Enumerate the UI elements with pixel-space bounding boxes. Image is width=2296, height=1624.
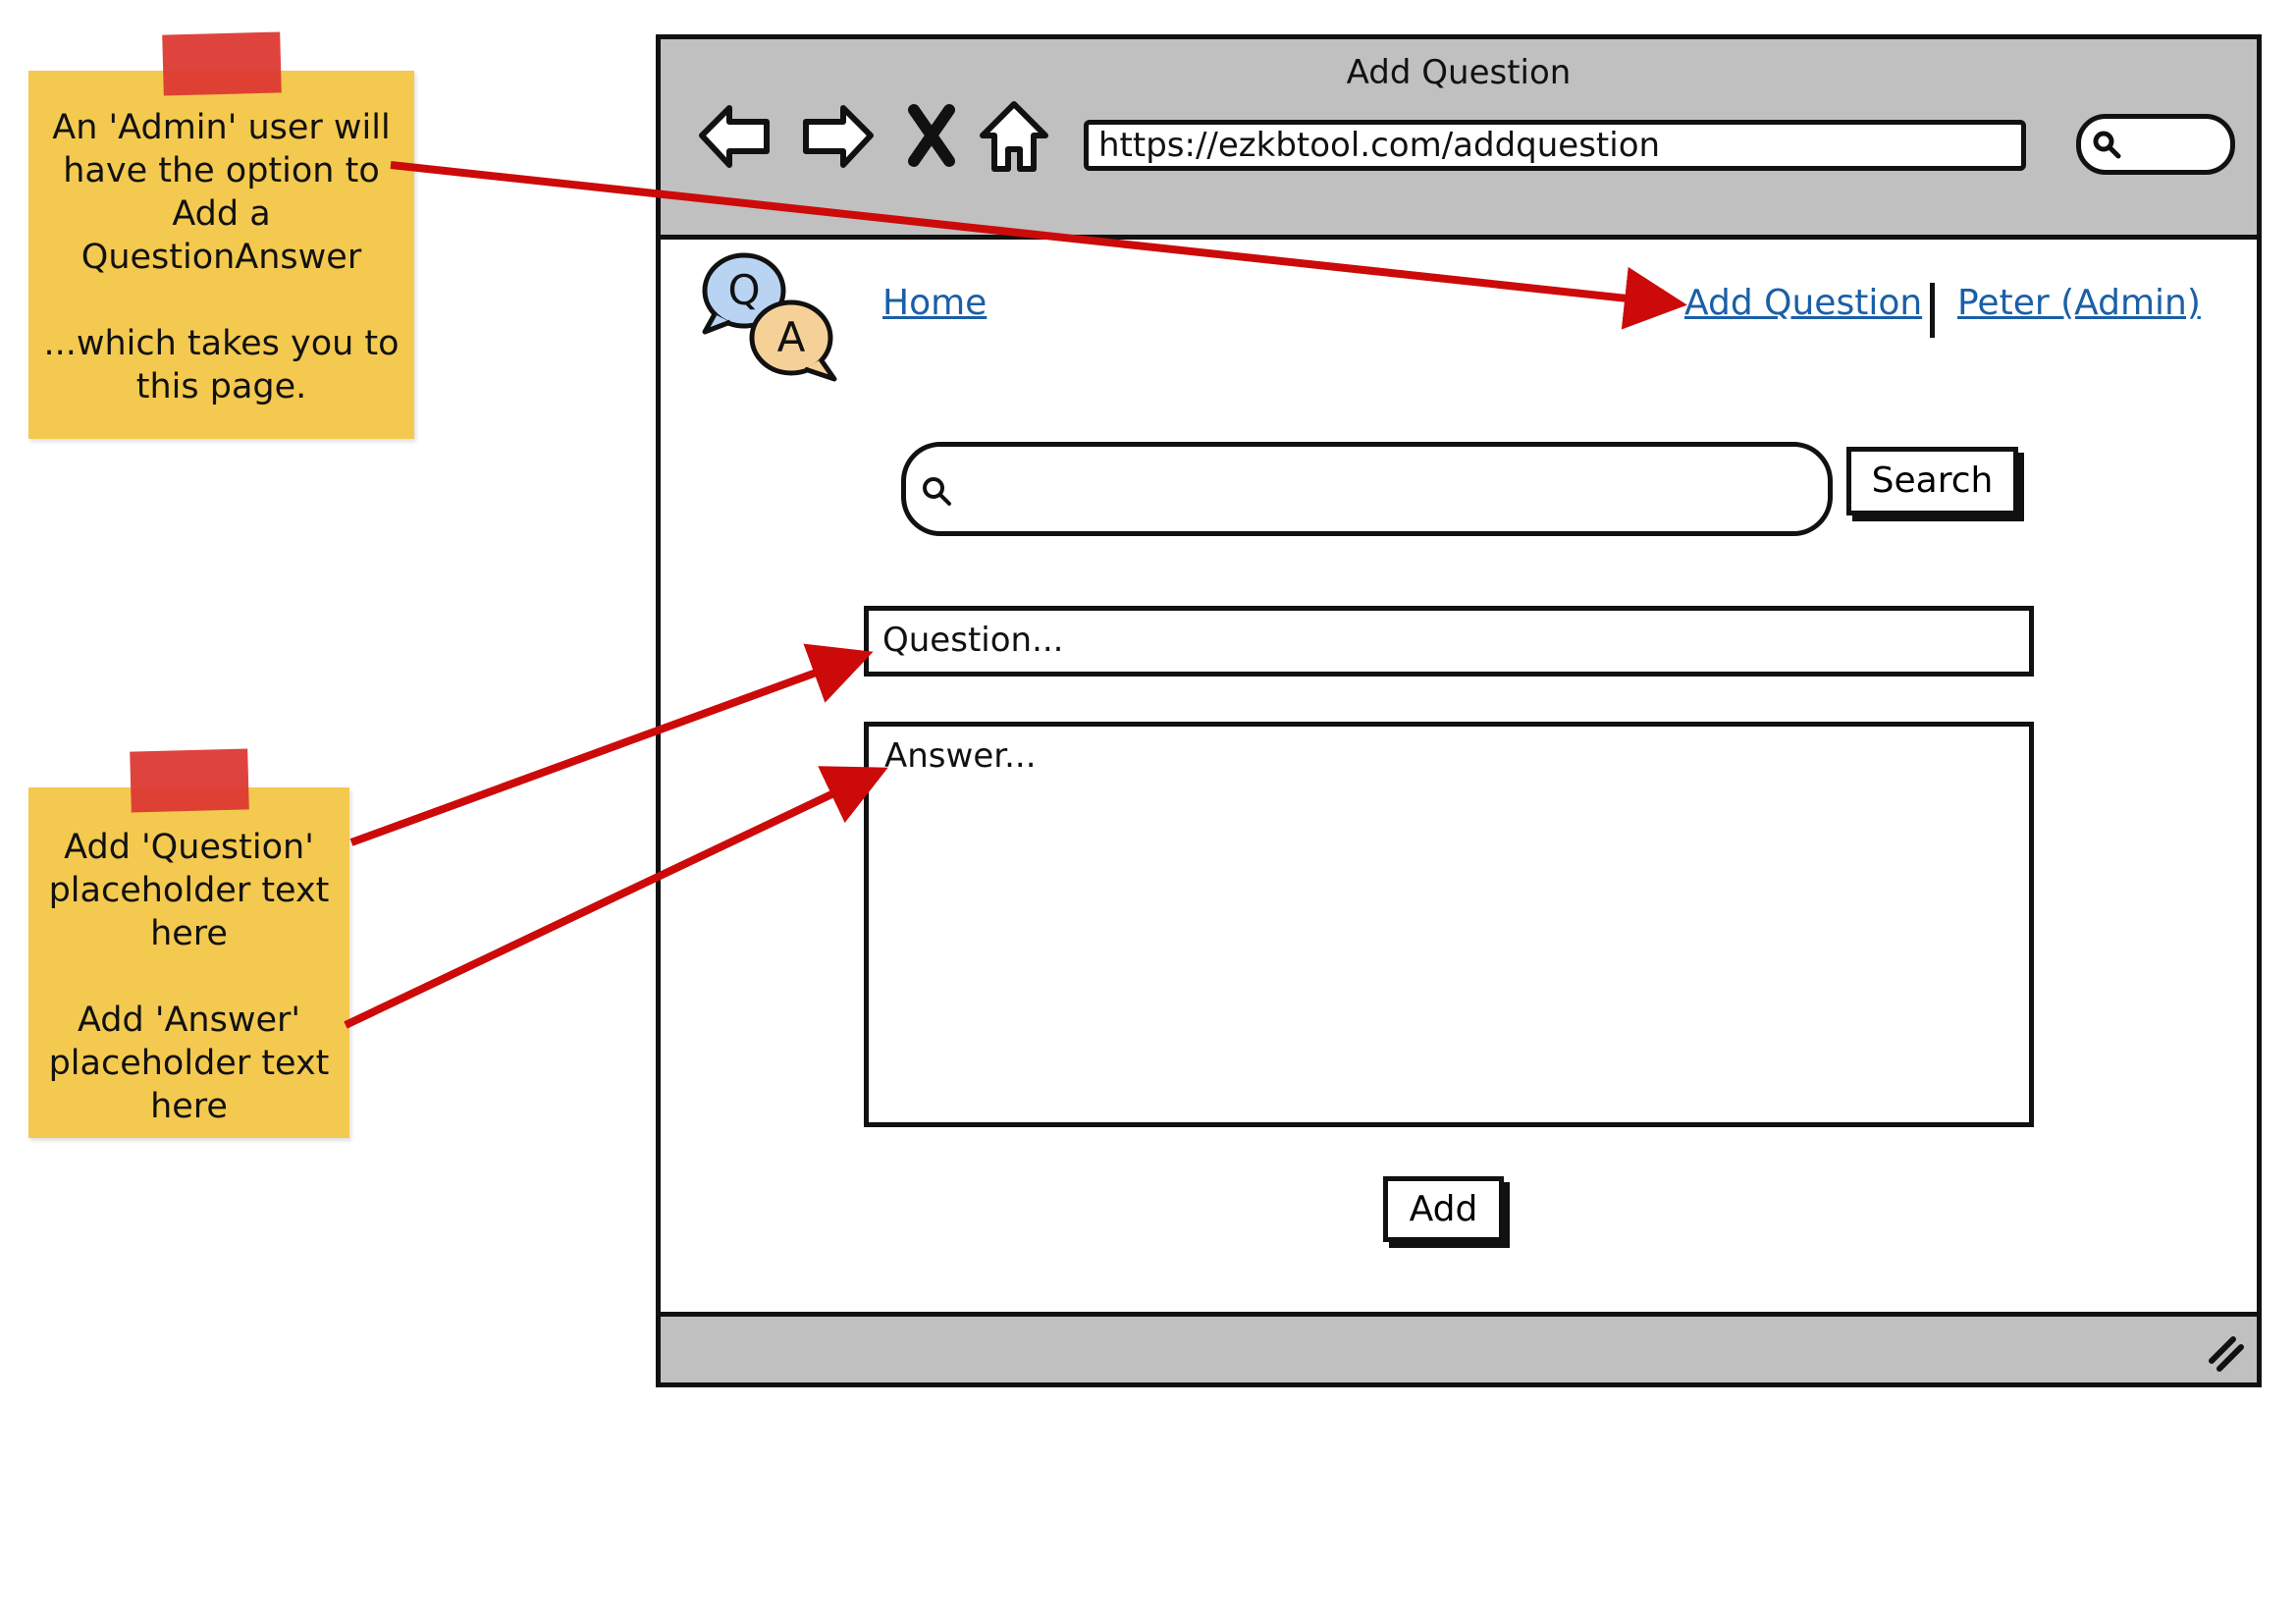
note-line: Add 'Question' (64, 828, 314, 867)
note-line (28, 279, 414, 322)
note-line: placeholder text (48, 1044, 330, 1083)
note-line: have the option to (63, 151, 380, 190)
answer-textarea[interactable]: Answer... (864, 722, 2034, 1127)
annotation-note-placeholders: Add 'Question' placeholder text here Add… (28, 748, 349, 1138)
note-line: QuestionAnswer (80, 238, 362, 277)
nav-link-user-profile[interactable]: Peter (Admin) (1957, 283, 2201, 323)
resize-grip-icon[interactable] (2204, 1331, 2247, 1375)
note-line: placeholder text (48, 871, 330, 910)
svg-text:A: A (777, 313, 806, 361)
note-line: ...which takes you to (43, 324, 400, 363)
note-line: Add 'Answer' (77, 1001, 301, 1040)
note-line: An 'Admin' user will (52, 108, 391, 147)
note-line: Add a (172, 194, 271, 234)
nav-link-add-question[interactable]: Add Question (1684, 283, 1923, 323)
svg-text:Q: Q (727, 266, 760, 314)
add-button[interactable]: Add (1383, 1176, 1504, 1242)
home-icon[interactable] (975, 96, 1053, 175)
browser-toolbar: Add Question https:/ (661, 39, 2257, 240)
browser-search-field[interactable] (2076, 114, 2235, 175)
note-line: this page. (135, 367, 307, 406)
search-button[interactable]: Search (1846, 447, 2018, 515)
forward-arrow-icon[interactable] (798, 96, 877, 175)
note-line: here (150, 1087, 228, 1126)
search-icon (923, 477, 951, 506)
address-bar[interactable]: https://ezkbtool.com/addquestion (1084, 120, 2026, 171)
window-title: Add Question (1346, 53, 1572, 92)
nav-divider (1930, 283, 1935, 338)
search-icon (2093, 131, 2121, 159)
note-line: here (150, 914, 228, 953)
note-line (28, 955, 349, 999)
question-field[interactable]: Question... (864, 606, 2034, 677)
search-input[interactable] (901, 442, 1833, 536)
tape-strip (161, 31, 282, 96)
close-x-icon[interactable] (892, 96, 971, 175)
browser-window: Add Question https:/ (656, 34, 2262, 1387)
tape-strip (129, 748, 249, 813)
browser-status-bar (661, 1312, 2257, 1382)
annotation-note-admin: An 'Admin' user will have the option to … (28, 31, 414, 439)
qa-logo-icon: Q A (702, 252, 837, 382)
back-arrow-icon[interactable] (696, 96, 774, 175)
nav-link-home[interactable]: Home (882, 283, 988, 323)
